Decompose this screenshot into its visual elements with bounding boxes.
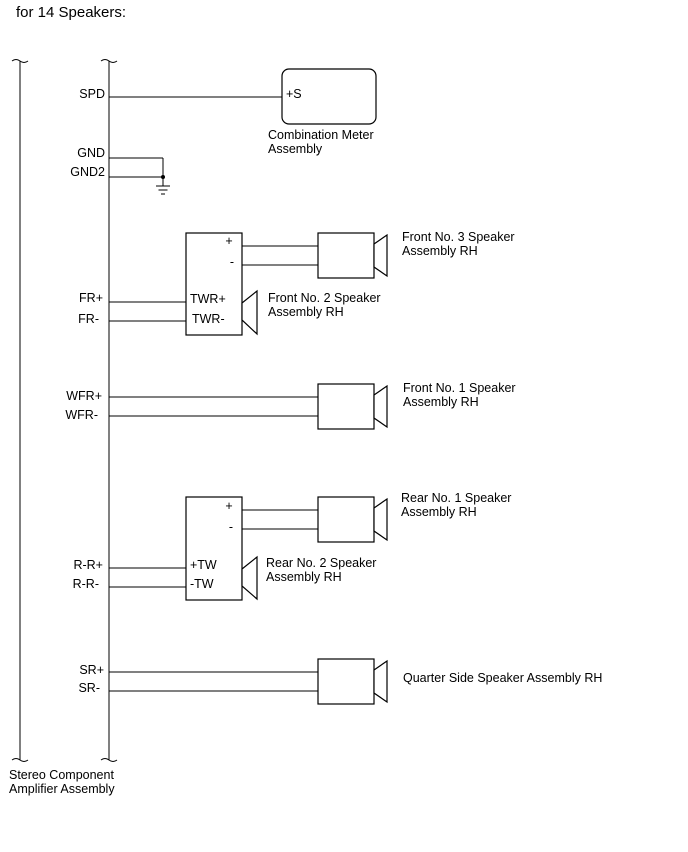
- amplifier-name-line1: Stereo Component: [9, 768, 114, 782]
- front-no2-speaker-line2: Assembly RH: [268, 305, 344, 319]
- pin-wfr-pos: WFR+: [66, 389, 102, 403]
- rear-no1-speaker-icon: [317, 496, 388, 543]
- pin-rr-neg: R-R-: [73, 577, 99, 591]
- ground-icon: [156, 185, 170, 195]
- rear-network-box: [185, 496, 243, 601]
- quarter-side-speaker-icon: [317, 658, 388, 705]
- front-no1-speaker-line2: Assembly RH: [403, 395, 479, 409]
- pin-wfr-neg: WFR-: [65, 408, 98, 422]
- front-network-out-neg: -: [230, 255, 234, 269]
- quarter-side-speaker-label: Quarter Side Speaker Assembly RH: [403, 671, 602, 685]
- rear-no2-speaker-line1: Rear No. 2 Speaker: [266, 556, 376, 570]
- rear-no1-speaker-line1: Rear No. 1 Speaker: [401, 491, 511, 505]
- pin-rr-pos: R-R+: [73, 558, 103, 572]
- front-no3-speaker-icon: [317, 232, 388, 279]
- combination-meter-box: [281, 68, 377, 125]
- front-network-out-pos: +: [225, 234, 232, 248]
- combination-meter-name-line1: Combination Meter: [268, 128, 374, 142]
- front-network-in-neg: TWR-: [192, 312, 225, 326]
- rear-network-in-neg: -TW: [190, 577, 214, 591]
- amplifier-name-line2: Amplifier Assembly: [9, 782, 115, 796]
- pin-sr-neg: SR-: [78, 681, 100, 695]
- ground-wiring: [109, 157, 165, 186]
- rear-no1-speaker-line2: Assembly RH: [401, 505, 477, 519]
- pin-fr-neg: FR-: [78, 312, 99, 326]
- front-no3-speaker-line1: Front No. 3 Speaker: [402, 230, 515, 244]
- front-no2-speaker-icon: [241, 289, 258, 336]
- rear-no2-speaker-line2: Assembly RH: [266, 570, 342, 584]
- front-no1-speaker-icon: [317, 383, 388, 430]
- rear-no2-speaker-icon: [241, 555, 258, 601]
- front-no2-speaker-line1: Front No. 2 Speaker: [268, 291, 381, 305]
- combination-meter-name-line2: Assembly: [268, 142, 323, 156]
- front-no3-speaker-line2: Assembly RH: [402, 244, 478, 258]
- front-no1-speaker-line1: Front No. 1 Speaker: [403, 381, 516, 395]
- front-network-box: [185, 232, 243, 336]
- pin-gnd: GND: [77, 146, 105, 160]
- meter-pin-s: +S: [286, 87, 302, 101]
- pin-spd: SPD: [79, 87, 105, 101]
- diagram-title: for 14 Speakers:: [16, 4, 126, 21]
- pin-sr-pos: SR+: [79, 663, 104, 677]
- rear-network-in-pos: +TW: [190, 558, 217, 572]
- front-network-in-pos: TWR+: [190, 292, 226, 306]
- pin-fr-pos: FR+: [79, 291, 103, 305]
- pin-gnd2: GND2: [70, 165, 105, 179]
- rear-network-out-neg: -: [229, 520, 233, 534]
- rear-network-out-pos: +: [225, 499, 232, 513]
